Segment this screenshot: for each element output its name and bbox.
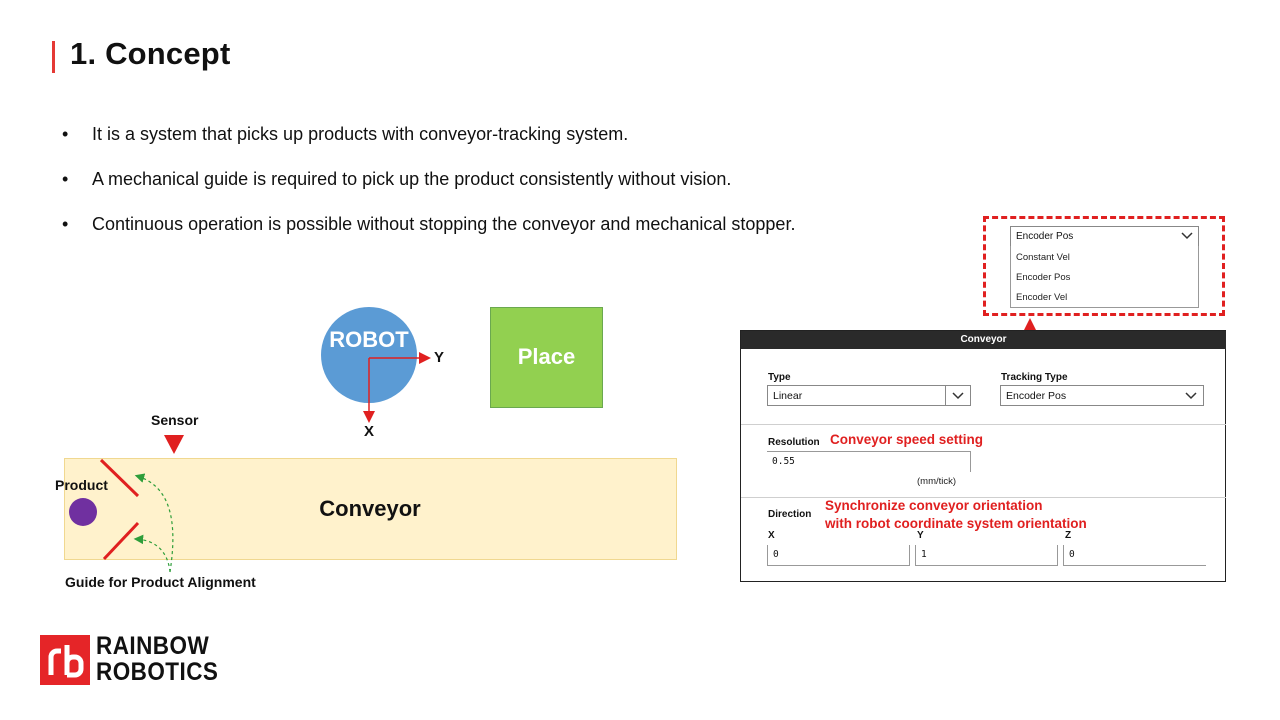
tracking-type-label: Tracking Type bbox=[1001, 372, 1068, 383]
place-box bbox=[490, 307, 603, 408]
direction-y-value: 1 bbox=[921, 549, 927, 560]
direction-annotation-line-2: with robot coordinate system orientation bbox=[825, 516, 1087, 531]
tracking-type-dropdown-open[interactable]: Encoder Pos bbox=[1010, 226, 1199, 248]
dropdown-callout bbox=[983, 216, 1225, 316]
resolution-unit: (mm/tick) bbox=[917, 476, 957, 487]
guide-lower bbox=[102, 521, 140, 561]
logo-line-2: ROBOTICS bbox=[96, 658, 219, 686]
direction-z-label: Z bbox=[1065, 530, 1072, 541]
resolution-value: 0.55 bbox=[772, 456, 795, 467]
bullet-item: Continuous operation is possible without… bbox=[62, 212, 795, 257]
resolution-annotation: Conveyor speed setting bbox=[830, 432, 984, 447]
direction-label: Direction bbox=[768, 509, 812, 520]
logo-line-1: RAINBOW bbox=[96, 632, 210, 660]
direction-x-value: 0 bbox=[773, 549, 779, 560]
conveyor-label: Conveyor bbox=[319, 496, 421, 521]
x-axis-label: X bbox=[364, 423, 375, 440]
rainbow-robotics-logo-icon bbox=[40, 635, 90, 685]
direction-y-label: Y bbox=[917, 530, 924, 541]
bullet-list: It is a system that picks up products wi… bbox=[62, 122, 795, 257]
robot-label: ROBOT bbox=[329, 327, 409, 352]
y-axis-label: Y bbox=[434, 349, 445, 366]
sensor-triangle-icon bbox=[164, 435, 184, 454]
dropdown-option[interactable]: Constant Vel bbox=[1016, 252, 1070, 263]
conveyor-belt bbox=[64, 458, 677, 560]
direction-y-input[interactable]: 1 bbox=[915, 545, 1058, 566]
dropdown-option[interactable]: Encoder Vel bbox=[1016, 292, 1068, 303]
dropdown-selected-value: Encoder Pos bbox=[1016, 231, 1074, 242]
type-select[interactable]: Linear bbox=[767, 385, 971, 406]
direction-z-input[interactable]: 0 bbox=[1063, 545, 1206, 566]
type-select-toggle[interactable] bbox=[945, 386, 970, 405]
guide-label: Guide for Product Alignment bbox=[65, 574, 256, 590]
title-accent-bar bbox=[52, 41, 55, 73]
direction-annotation-line-1: Synchronize conveyor orientation bbox=[825, 498, 1043, 513]
chevron-down-icon bbox=[1185, 392, 1197, 400]
bullet-item: A mechanical guide is required to pick u… bbox=[62, 167, 795, 212]
product-dot bbox=[69, 498, 97, 526]
guide-arrow-lower bbox=[133, 534, 171, 573]
panel-header: Conveyor bbox=[741, 331, 1226, 349]
chevron-down-icon bbox=[1181, 232, 1193, 240]
guide-arrow-upper bbox=[134, 473, 174, 573]
sensor-label: Sensor bbox=[151, 412, 199, 428]
type-value: Linear bbox=[773, 390, 803, 402]
type-label: Type bbox=[768, 372, 791, 383]
chevron-down-icon bbox=[952, 392, 964, 400]
bullet-item: It is a system that picks up products wi… bbox=[62, 122, 795, 167]
logo-text: RAINBOW ROBOTICS bbox=[96, 633, 218, 685]
resolution-label: Resolution bbox=[768, 437, 820, 448]
dropdown-options-list: Constant Vel Encoder Pos Encoder Vel bbox=[1010, 246, 1199, 308]
direction-x-input[interactable]: 0 bbox=[767, 545, 910, 566]
section-divider bbox=[741, 497, 1226, 498]
conveyor-settings-panel bbox=[740, 330, 1226, 582]
dropdown-option[interactable]: Encoder Pos bbox=[1016, 272, 1071, 283]
tracking-type-value: Encoder Pos bbox=[1006, 390, 1067, 402]
place-label: Place bbox=[517, 344, 576, 369]
slide-title: 1. Concept bbox=[70, 36, 231, 71]
guide-upper bbox=[99, 458, 140, 498]
direction-x-label: X bbox=[768, 530, 775, 541]
section-divider bbox=[741, 424, 1226, 425]
product-label: Product bbox=[55, 477, 108, 493]
direction-z-value: 0 bbox=[1069, 549, 1075, 560]
tracking-type-select[interactable]: Encoder Pos bbox=[1000, 385, 1204, 406]
resolution-input[interactable]: 0.55 bbox=[767, 451, 971, 472]
